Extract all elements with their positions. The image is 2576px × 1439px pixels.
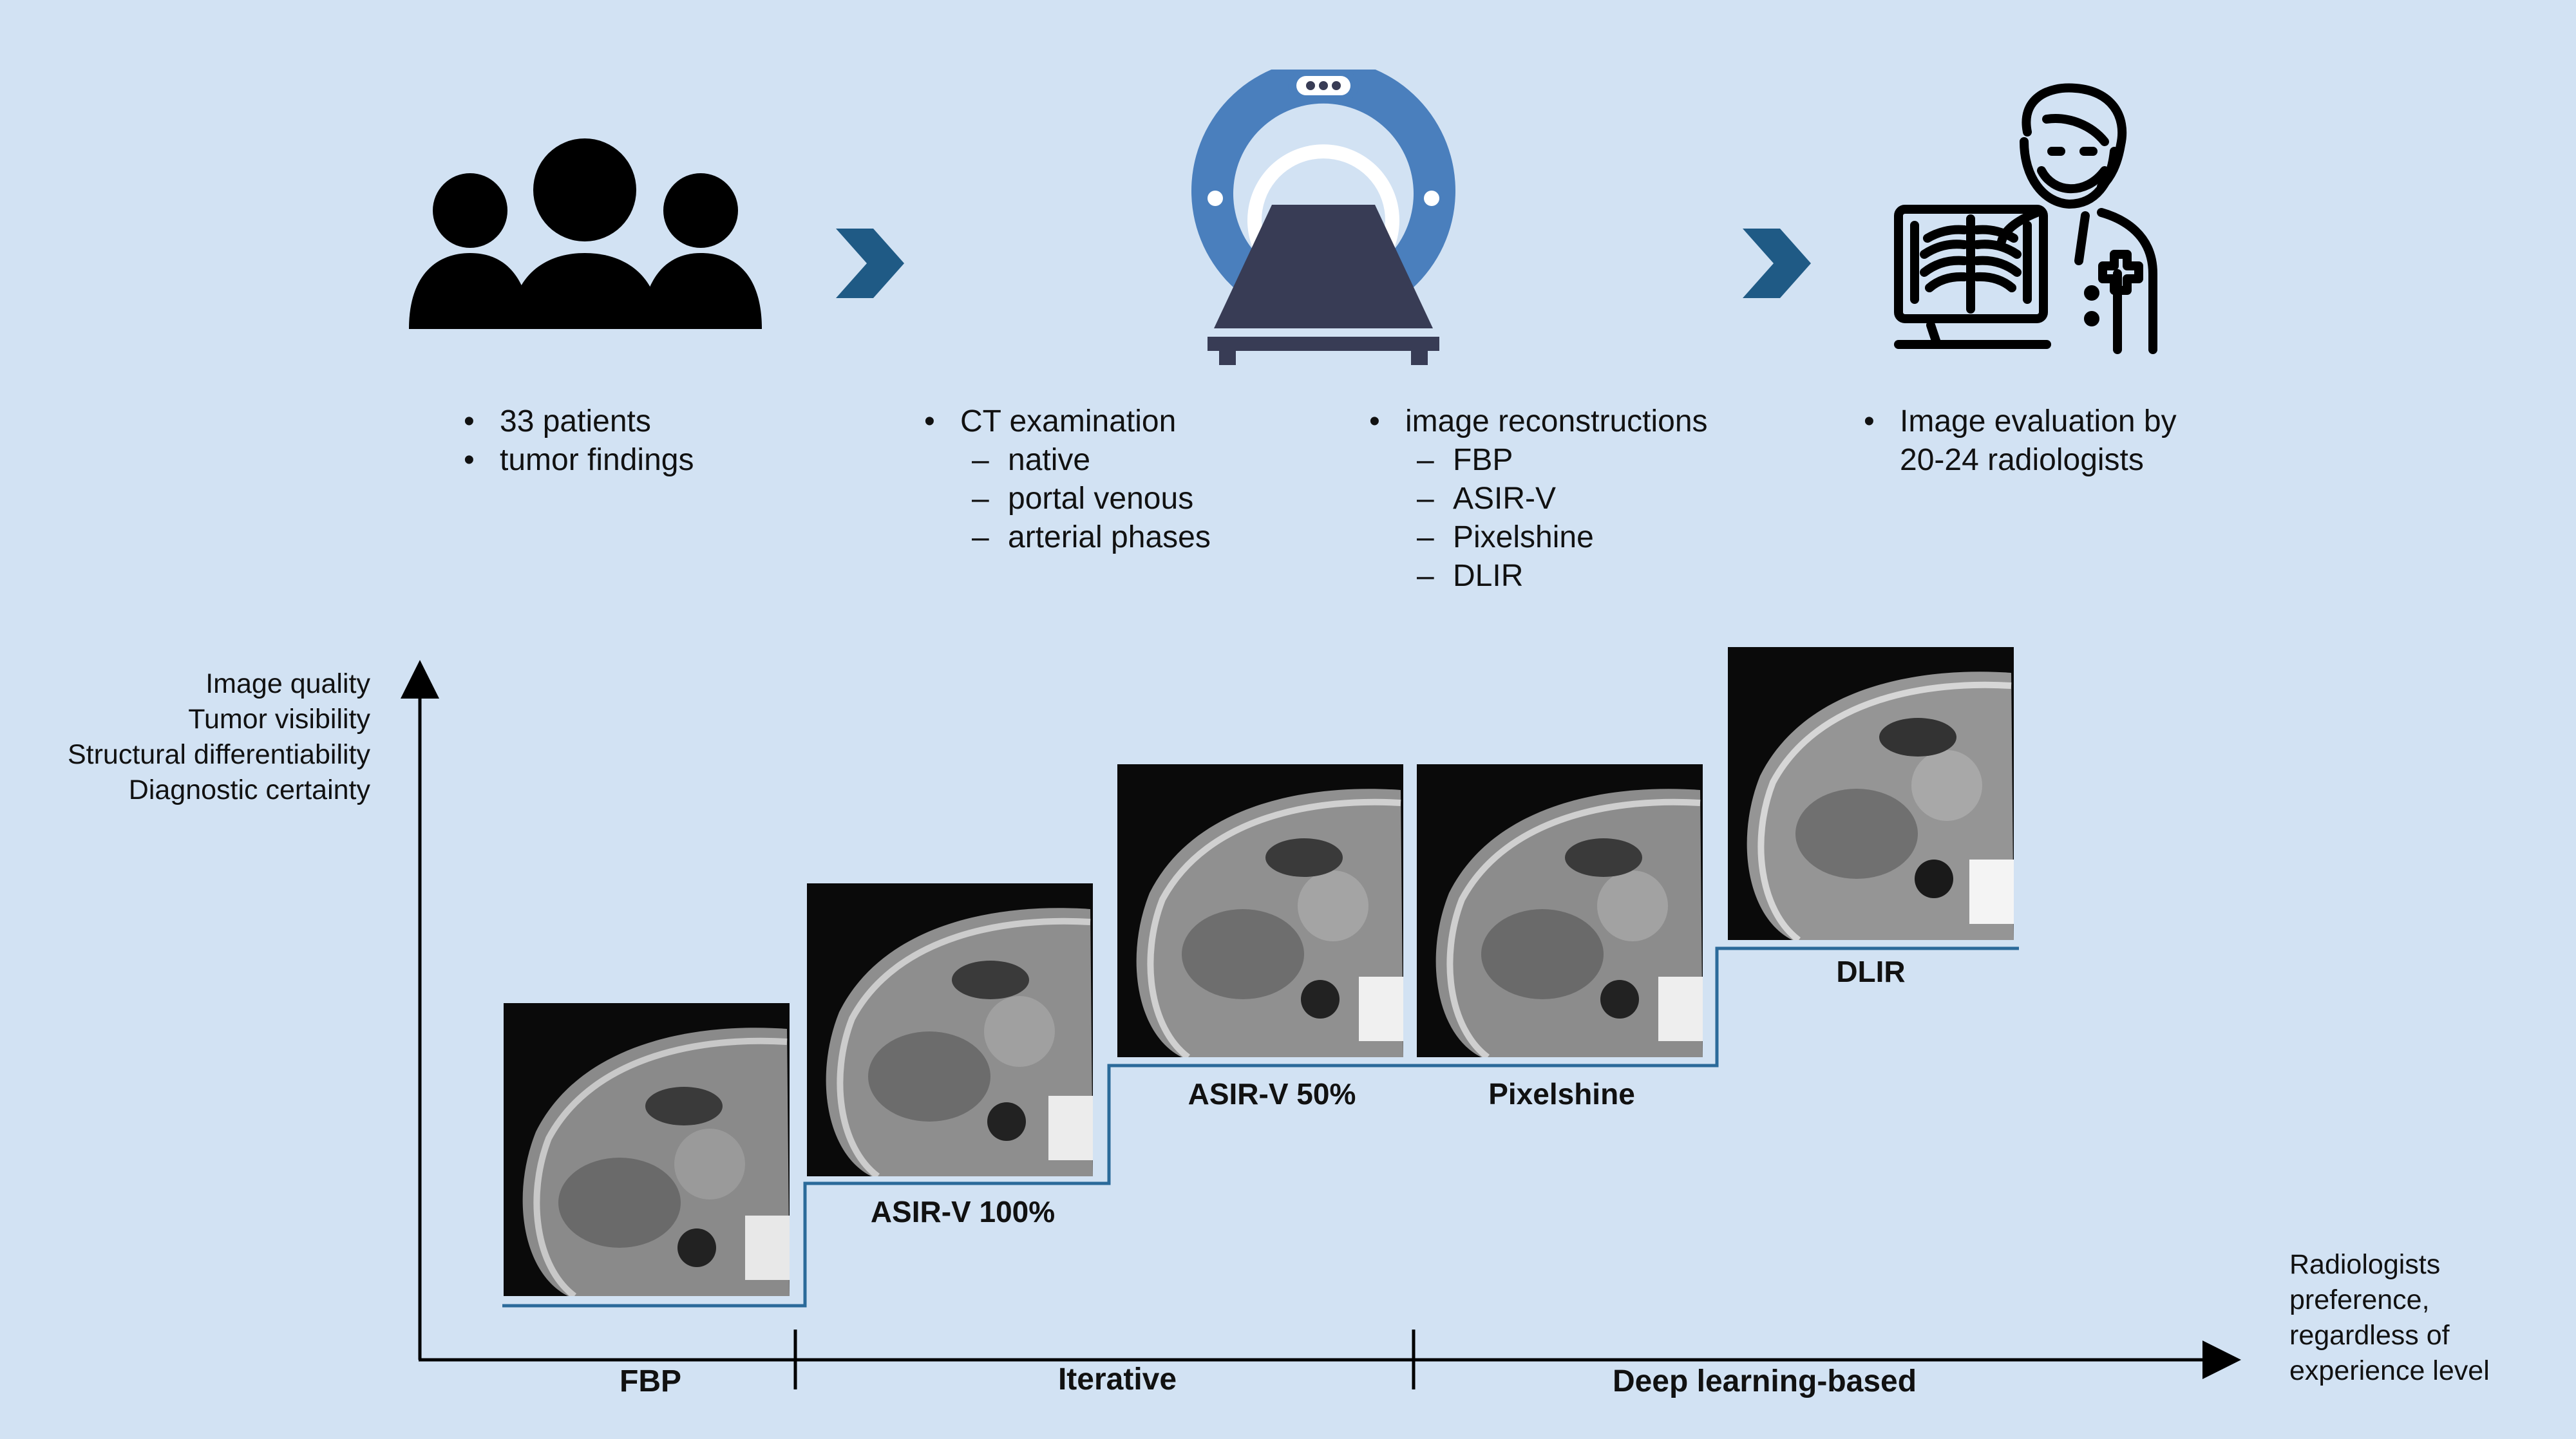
method-label: Pixelshine (1488, 1077, 1635, 1111)
x-axis-label: preference, (2289, 1284, 2430, 1315)
x-axis-label: regardless of (2289, 1320, 2450, 1351)
y-axis-labels: Image quality Tumor visibility Structura… (26, 666, 370, 808)
category-label: FBP (620, 1364, 681, 1398)
step-line (502, 946, 2019, 1308)
list-item: CT examination (924, 402, 1211, 441)
chevron-right-icon (836, 229, 907, 298)
sub-list-item: portal venous (972, 480, 1211, 518)
x-axis-label: Radiologists (2289, 1249, 2441, 1280)
list-item: image reconstructions (1369, 402, 1708, 441)
ct-image-asir-v-50 (1117, 764, 1403, 1057)
sub-list-item: DLIR (1417, 557, 1708, 596)
sub-list-item: Pixelshine (1417, 518, 1708, 557)
list-item: tumor findings (464, 441, 694, 480)
sub-list-item: ASIR-V (1417, 480, 1708, 518)
x-axis-label: experience level (2289, 1355, 2490, 1386)
people-group-icon (406, 138, 766, 332)
ct-image-pixelshine (1417, 764, 1703, 1057)
y-axis-label: Structural differentiability (67, 739, 370, 770)
ct-image-asir-v-100 (807, 883, 1093, 1176)
sub-list-item: FBP (1417, 441, 1708, 480)
x-axis-labels: Radiologists preference, regardless of e… (2289, 1247, 2490, 1389)
ct-image-dlir (1728, 647, 2014, 940)
step-patients: 33 patients tumor findings (464, 402, 694, 480)
sub-list-item: native (972, 441, 1211, 480)
sub-list-item: arterial phases (972, 518, 1211, 557)
category-label: Iterative (1057, 1362, 1177, 1397)
method-label: ASIR-V 100% (870, 1195, 1056, 1228)
category-label: Deep learning-based (1612, 1364, 1917, 1398)
ct-image-fbp (504, 1003, 790, 1296)
y-axis-label: Tumor visibility (188, 704, 370, 735)
y-axis-label: Diagnostic certainty (128, 775, 370, 805)
ct-scanner-icon (1188, 70, 1459, 366)
method-label: DLIR (1836, 955, 1906, 988)
step-image-reconstructions: image reconstructions FBP ASIR-V Pixelsh… (1369, 402, 1708, 596)
chevron-right-icon (1743, 229, 1814, 298)
list-item: 33 patients (464, 402, 694, 441)
step-ct-examination: CT examination native portal venous arte… (924, 402, 1211, 557)
radiologist-xray-icon (1892, 80, 2169, 357)
method-label: ASIR-V 50% (1188, 1077, 1356, 1111)
y-axis-label: Image quality (205, 668, 370, 699)
